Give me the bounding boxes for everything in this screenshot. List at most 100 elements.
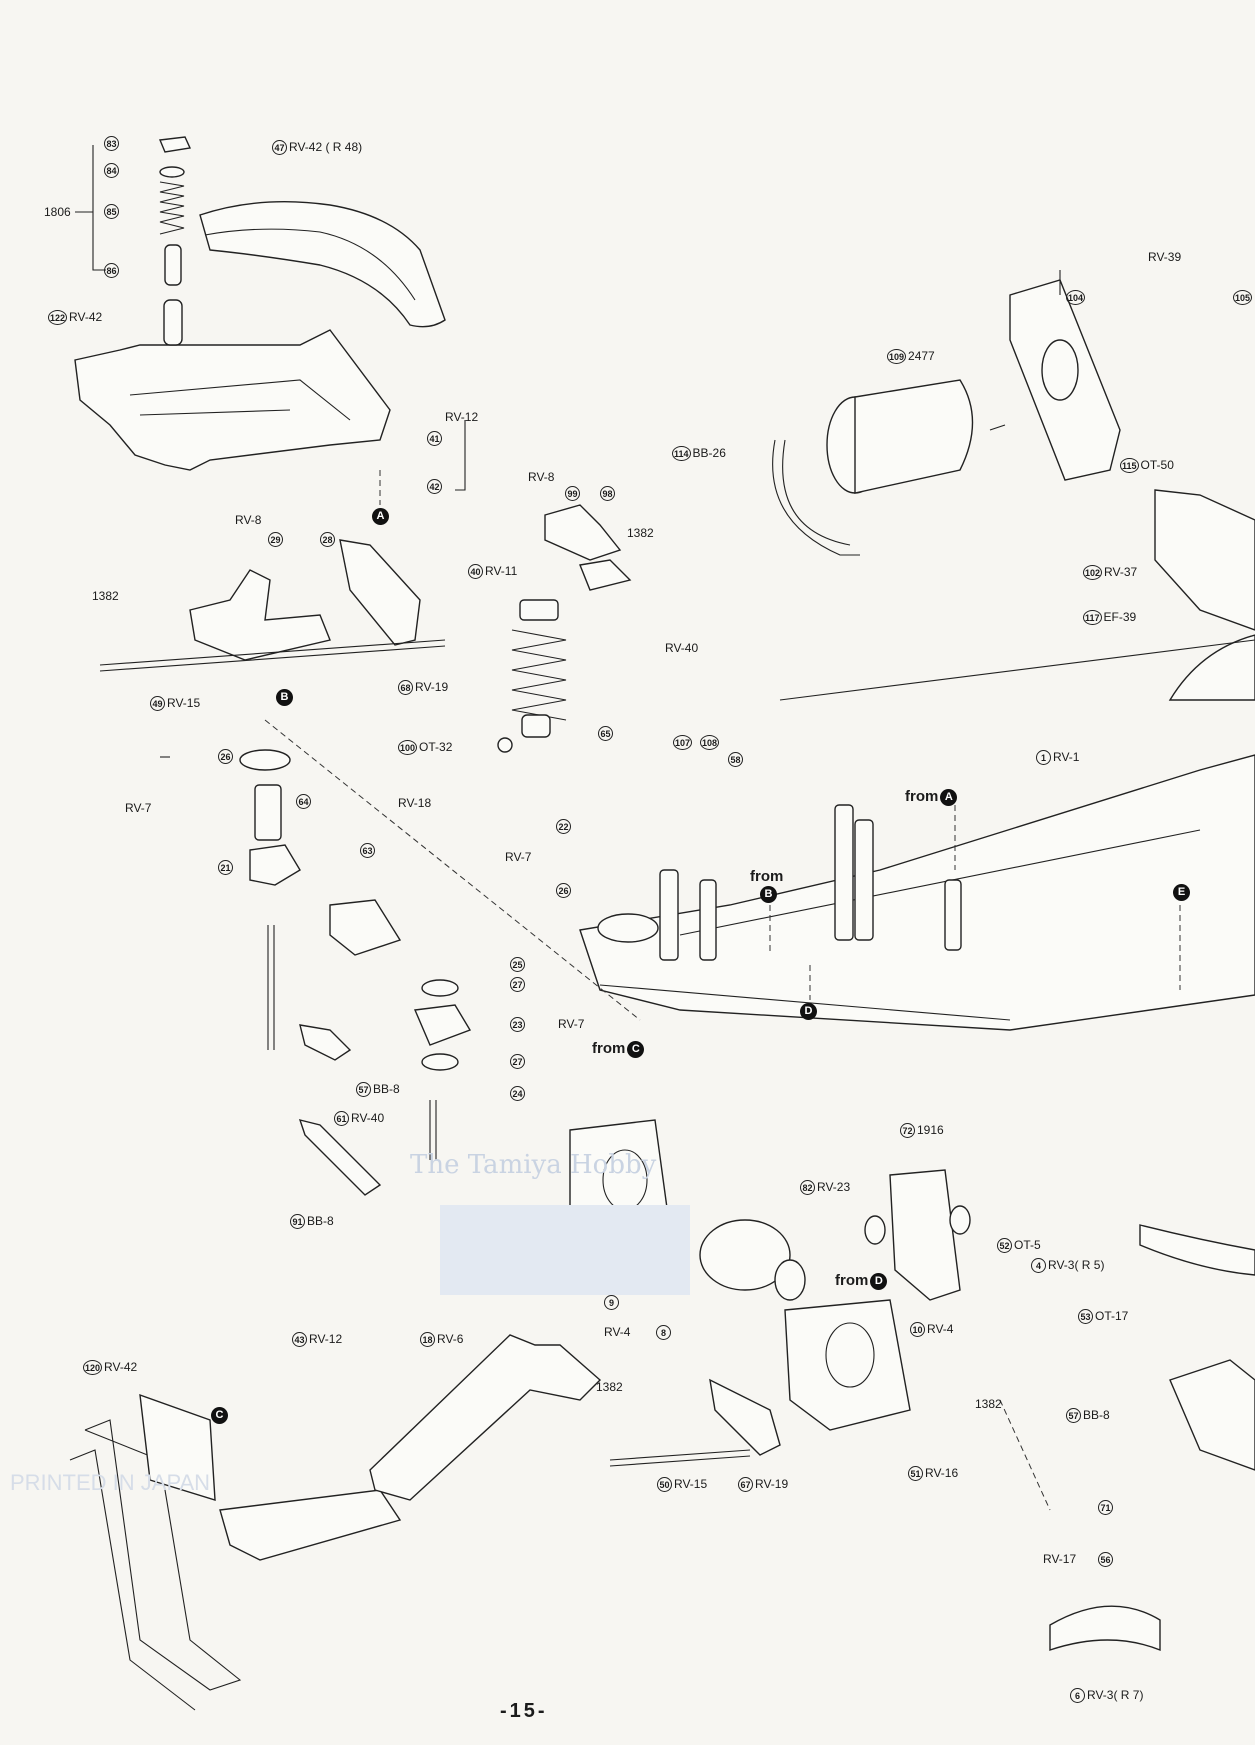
part-code-102: RV-37 xyxy=(1104,565,1138,579)
part-label-22: 22 xyxy=(556,819,573,834)
part-number-61: 61 xyxy=(334,1111,349,1126)
part-code-rv39: RV-39 xyxy=(1148,250,1182,264)
part-code-100: OT-32 xyxy=(419,740,453,754)
part-label-23: 23 xyxy=(510,1017,527,1032)
spring-stack xyxy=(158,136,192,346)
shock-stay-upper xyxy=(544,504,632,591)
part-number-109: 109 xyxy=(887,349,907,364)
part-code-43: RV-12 xyxy=(309,1332,343,1346)
part-number-57-b: 57 xyxy=(1066,1408,1081,1423)
differential-gear xyxy=(699,1219,806,1301)
part-code-49: RV-15 xyxy=(167,696,201,710)
part-label-64: 64 xyxy=(296,794,313,809)
part-label-107: 107 xyxy=(673,735,694,750)
skid-plate xyxy=(219,1489,402,1561)
part-number-27-a: 27 xyxy=(510,977,525,992)
part-label-21: 21 xyxy=(218,860,235,875)
part-code-1382-b: 1382 xyxy=(92,589,119,603)
part-number-65: 65 xyxy=(598,726,613,741)
marker-b-rear: B xyxy=(276,689,293,706)
part-code-10: RV-4 xyxy=(927,1322,954,1336)
part-code-109: 2477 xyxy=(908,349,935,363)
part-number-64: 64 xyxy=(296,794,311,809)
part-number-56: 56 xyxy=(1098,1552,1113,1567)
part-code-61: RV-40 xyxy=(351,1111,385,1125)
part-code-57-a: BB-8 xyxy=(373,1082,400,1096)
part-label-83: 83 xyxy=(104,136,121,151)
part-label-9: 9 xyxy=(604,1295,621,1310)
part-label-98: 98 xyxy=(600,486,617,501)
part-number-53: 53 xyxy=(1078,1309,1093,1324)
part-number-47: 47 xyxy=(272,140,287,155)
part-number-71: 71 xyxy=(1098,1500,1113,1515)
rear-fender-part xyxy=(199,200,446,328)
part-number-57-a: 57 xyxy=(356,1082,371,1097)
part-code-51: RV-16 xyxy=(925,1466,959,1480)
part-code-1806: 1806 xyxy=(44,205,71,219)
part-code-rv12-a: RV-12 xyxy=(445,410,479,424)
motor-mount-plate xyxy=(1009,279,1121,481)
part-number-9: 9 xyxy=(604,1295,619,1310)
part-code-6: RV-3( R 7) xyxy=(1087,1688,1144,1702)
part-number-91: 91 xyxy=(290,1214,305,1229)
part-label-105: 105 xyxy=(1233,290,1254,305)
part-number-84: 84 xyxy=(104,163,119,178)
part-code-rv18: RV-18 xyxy=(398,796,432,810)
part-label-42: 42 xyxy=(427,479,444,494)
part-number-67: 67 xyxy=(738,1477,753,1492)
part-number-72: 72 xyxy=(900,1123,915,1138)
part-number-41: 41 xyxy=(427,431,442,446)
part-label-28: 28 xyxy=(320,532,337,547)
from-b-marker: B xyxy=(760,885,777,903)
part-code-4: RV-3( R 5) xyxy=(1048,1258,1105,1272)
part-number-100: 100 xyxy=(398,740,418,755)
part-number-24: 24 xyxy=(510,1086,525,1101)
gear-cover xyxy=(1154,489,1255,631)
part-code-1382-d: 1382 xyxy=(975,1397,1002,1411)
part-number-10: 10 xyxy=(910,1322,925,1337)
part-label-58: 58 xyxy=(728,752,745,767)
steering-parts xyxy=(239,749,472,1196)
part-label-63: 63 xyxy=(360,843,377,858)
part-label-41: 41 xyxy=(427,431,444,446)
part-number-23: 23 xyxy=(510,1017,525,1032)
marker-a-rear: A xyxy=(372,508,389,525)
part-number-104: 104 xyxy=(1066,290,1086,305)
front-bumper-guard xyxy=(69,1393,242,1711)
part-number-98: 98 xyxy=(600,486,615,501)
part-number-22: 22 xyxy=(556,819,571,834)
part-number-49: 49 xyxy=(150,696,165,711)
part-number-42: 42 xyxy=(427,479,442,494)
front-suspension-arm xyxy=(1049,1224,1255,1652)
part-code-115: OT-50 xyxy=(1140,458,1174,472)
part-code-1: RV-1 xyxy=(1053,750,1080,764)
part-label-56: 56 xyxy=(1098,1552,1115,1567)
part-number-8: 8 xyxy=(656,1325,671,1340)
marker-d-chassis: D xyxy=(800,1003,817,1020)
part-label-85: 85 xyxy=(104,204,121,219)
part-number-102: 102 xyxy=(1083,565,1103,580)
from-c-marker: C xyxy=(627,1040,645,1058)
part-number-117: 117 xyxy=(1083,610,1102,625)
part-number-85: 85 xyxy=(104,204,119,219)
part-code-rv17: RV-17 xyxy=(1043,1552,1077,1566)
part-number-28: 28 xyxy=(320,532,335,547)
part-number-40: 40 xyxy=(468,564,483,579)
part-code-52: OT-5 xyxy=(1014,1238,1041,1252)
part-code-120: RV-42 xyxy=(104,1360,138,1374)
